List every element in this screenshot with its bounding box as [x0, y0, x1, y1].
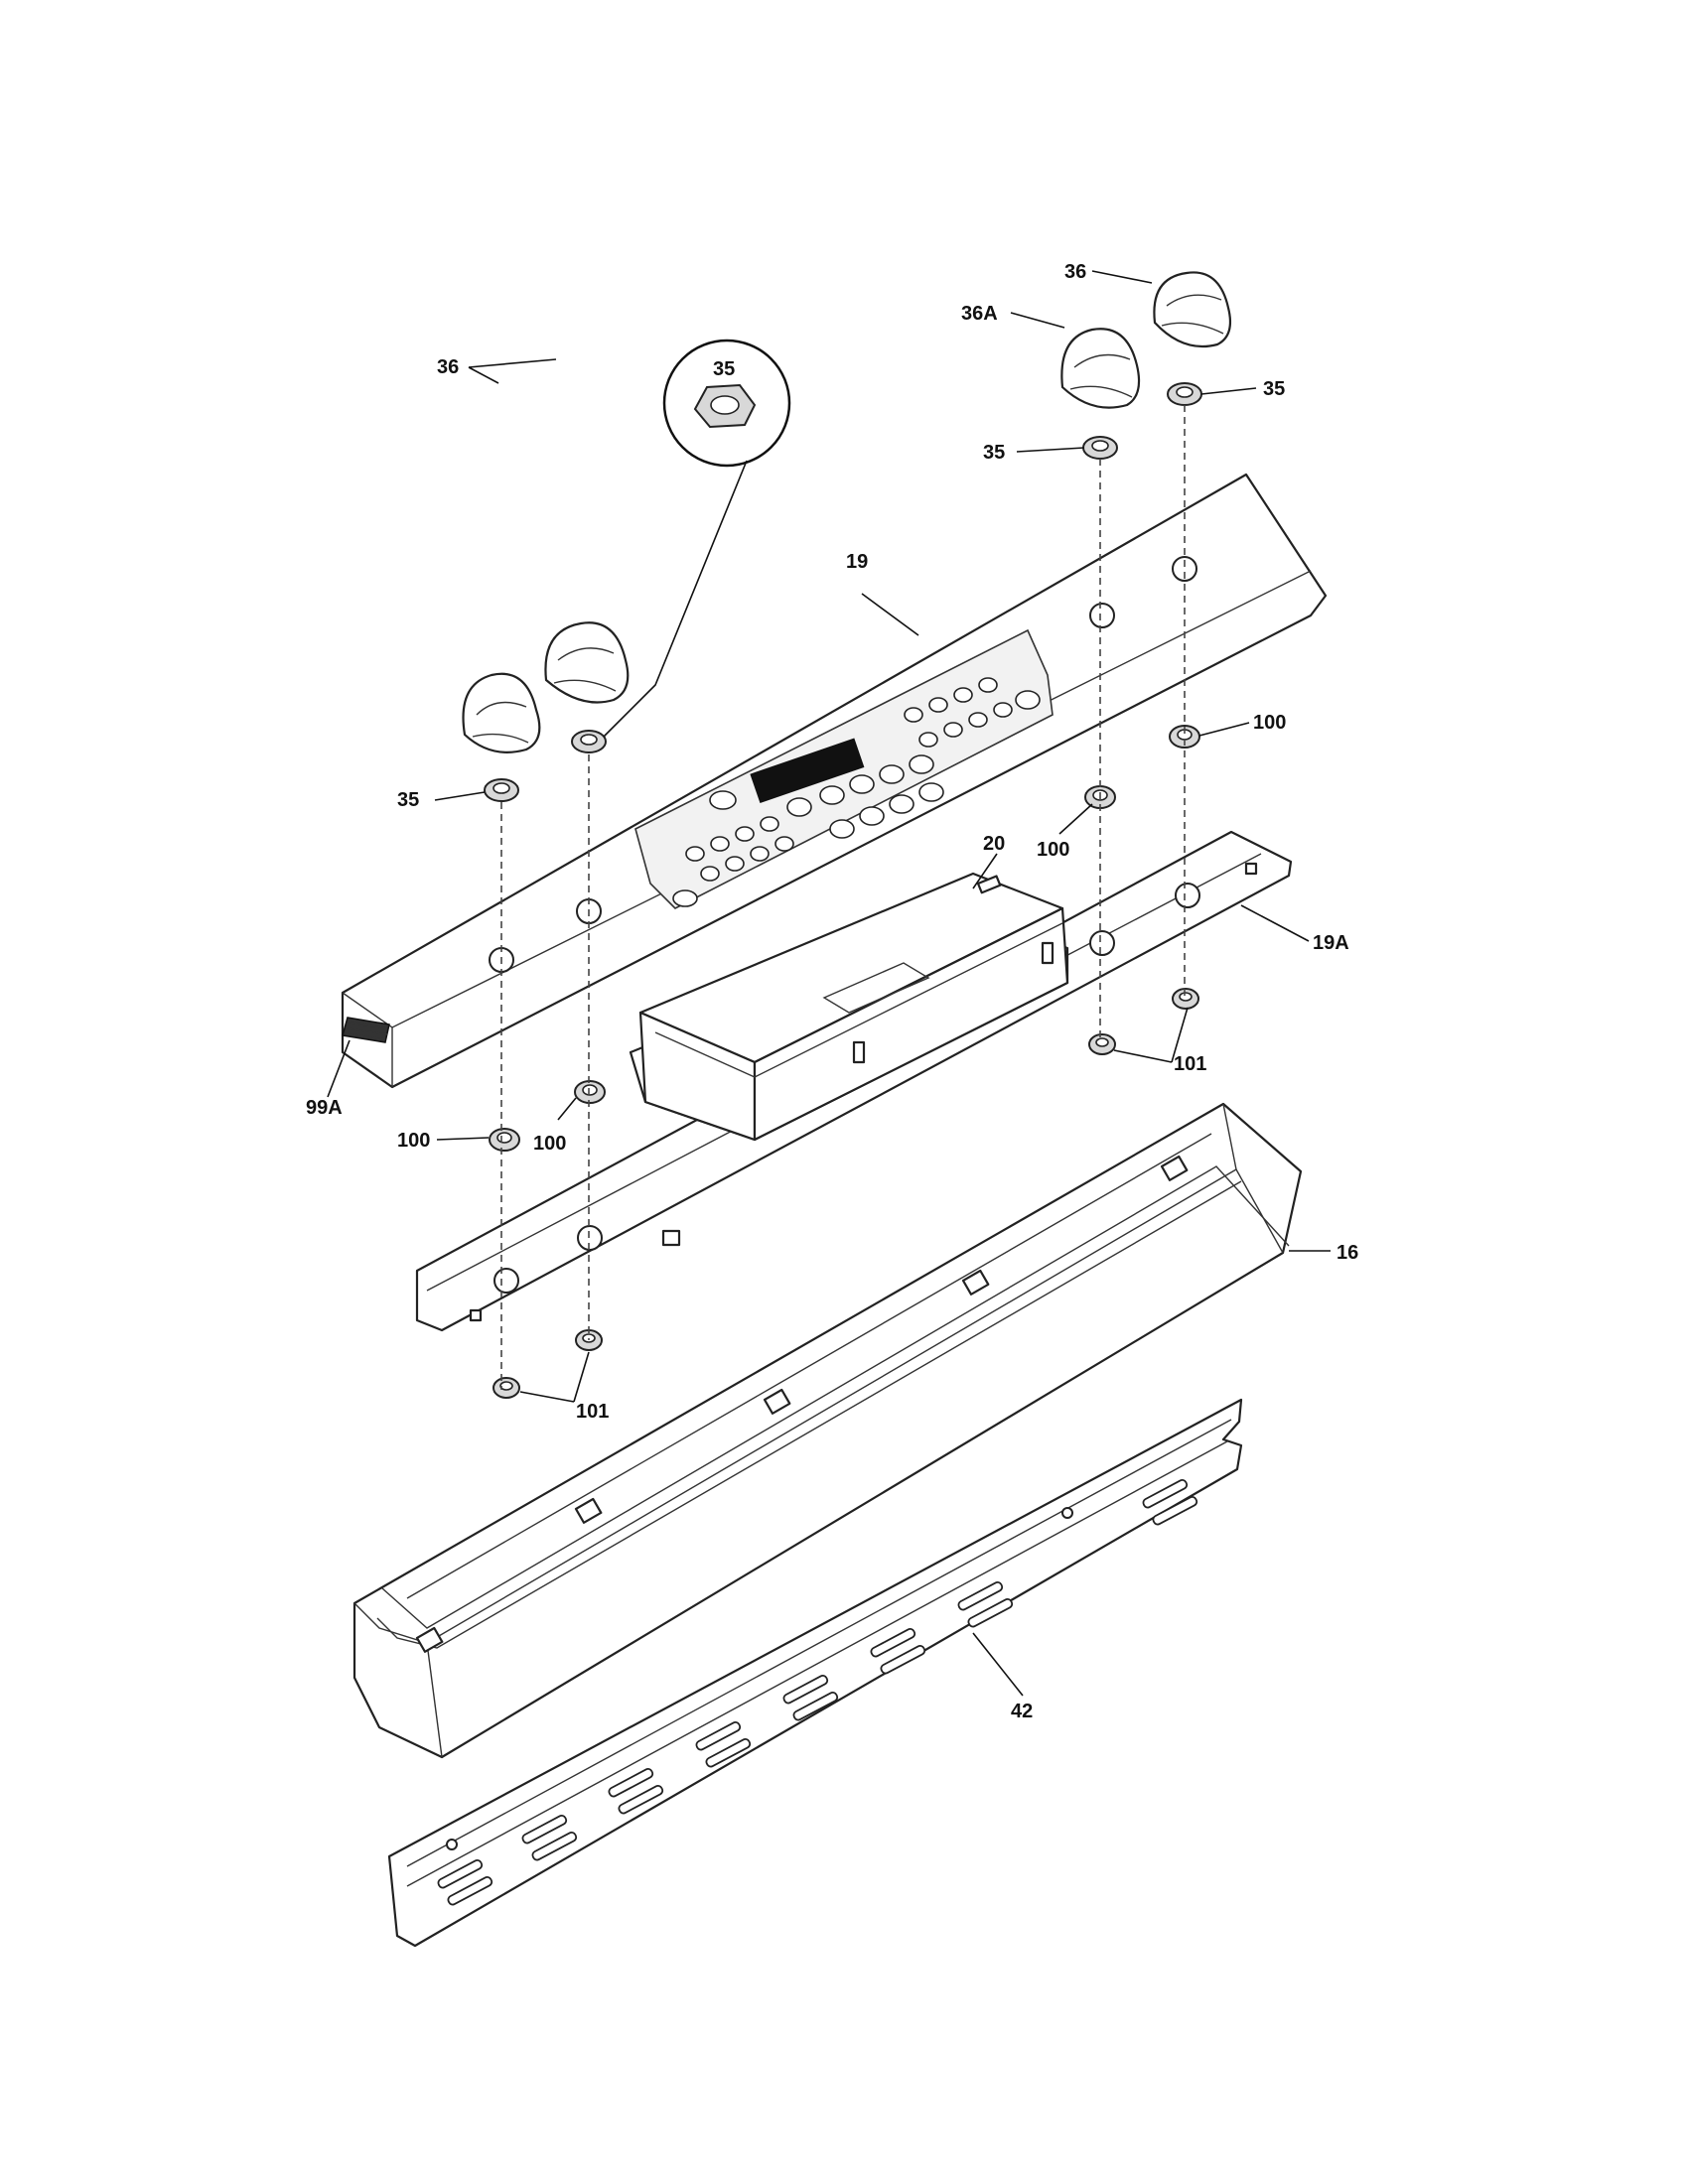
label-100-left-2: 100: [533, 1133, 566, 1155]
part-labels: 36 36A 35 35 35 19 36 35 100 100 20 19A …: [306, 261, 1358, 1722]
knob-36a: [1060, 328, 1141, 409]
label-19a: 19A: [1313, 932, 1349, 954]
keypad-keys: [672, 677, 1041, 907]
label-100-mid: 100: [1037, 839, 1069, 861]
label-36a: 36A: [961, 303, 998, 325]
label-35-right-mid: 35: [983, 442, 1005, 464]
nut-101-left-b: [492, 1377, 520, 1399]
label-35-callout: 35: [713, 358, 735, 380]
label-42: 42: [1011, 1701, 1033, 1722]
leader-lines: [327, 270, 1331, 1697]
nut-100-right: [1169, 725, 1200, 749]
nut-35-left-b: [571, 730, 607, 753]
part-20-control-board: [629, 872, 1069, 1142]
label-35-right-top: 35: [1263, 378, 1285, 400]
nut-35-left: [484, 778, 519, 802]
housing-clips: [415, 1155, 1189, 1653]
label-36-left: 36: [437, 356, 459, 378]
label-99a: 99A: [306, 1097, 343, 1119]
knob-36-left-a: [462, 672, 541, 753]
nut-100-left: [489, 1128, 520, 1152]
nut-100-left-2: [574, 1080, 606, 1104]
knob-36-left-b: [544, 621, 630, 704]
label-20: 20: [983, 833, 1005, 855]
knob-36-right: [1153, 271, 1232, 348]
detail-callout-35: [603, 339, 791, 738]
nut-35-right-top: [1167, 382, 1202, 406]
part-16-housing: [352, 1102, 1303, 1759]
label-16: 16: [1336, 1242, 1358, 1264]
nut-101-right-a: [1172, 988, 1199, 1010]
nut-101-right-b: [1088, 1033, 1116, 1055]
nut-35-right-mid: [1082, 436, 1118, 460]
alignment-lines: [500, 405, 1186, 1390]
vent-slots: [437, 1478, 1198, 1906]
label-100-left: 100: [397, 1130, 430, 1152]
label-100-right: 100: [1253, 712, 1286, 734]
label-35-left: 35: [397, 789, 419, 811]
label-36-right: 36: [1064, 261, 1086, 283]
label-101-right: 101: [1174, 1053, 1206, 1075]
part-99a-ribbon: [342, 1017, 390, 1043]
label-101-left: 101: [576, 1401, 609, 1423]
part-42-vent-panel: [387, 1398, 1243, 1948]
label-19: 19: [846, 551, 868, 573]
